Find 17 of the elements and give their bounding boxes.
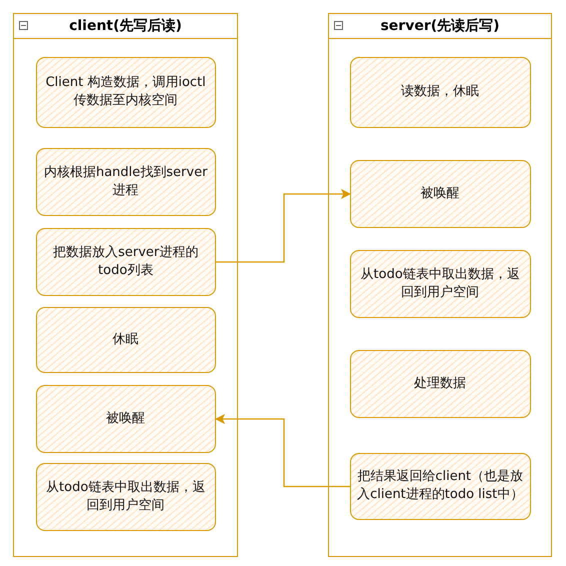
process-box: 读数据，休眠: [350, 56, 531, 128]
process-box: Client 构造数据，调用ioctl 传数据至内核空间: [36, 56, 216, 128]
arrow: [216, 414, 350, 488]
process-box: 内核根据handle找到server进程: [36, 148, 216, 216]
swimlane-title: server(先读后写): [329, 14, 551, 39]
process-box: 从todo链表中取出数据，返回到用户空间: [36, 462, 216, 531]
swimlane-title: client(先写后读): [14, 14, 237, 39]
arrow: [216, 190, 350, 263]
process-box: 被唤醒: [36, 384, 216, 453]
process-box: 从todo链表中取出数据，返回到用户空间: [350, 250, 531, 318]
process-box: 把数据放入server进程的todo列表: [36, 228, 216, 296]
swimlane: [13, 13, 238, 557]
process-box: 处理数据: [350, 350, 531, 418]
process-box: 休眠: [36, 306, 216, 373]
process-box: 被唤醒: [350, 160, 531, 228]
swimlane: [328, 13, 552, 557]
process-box: 把结果返回给client（也是放入client进程的todo list中）: [350, 452, 531, 520]
